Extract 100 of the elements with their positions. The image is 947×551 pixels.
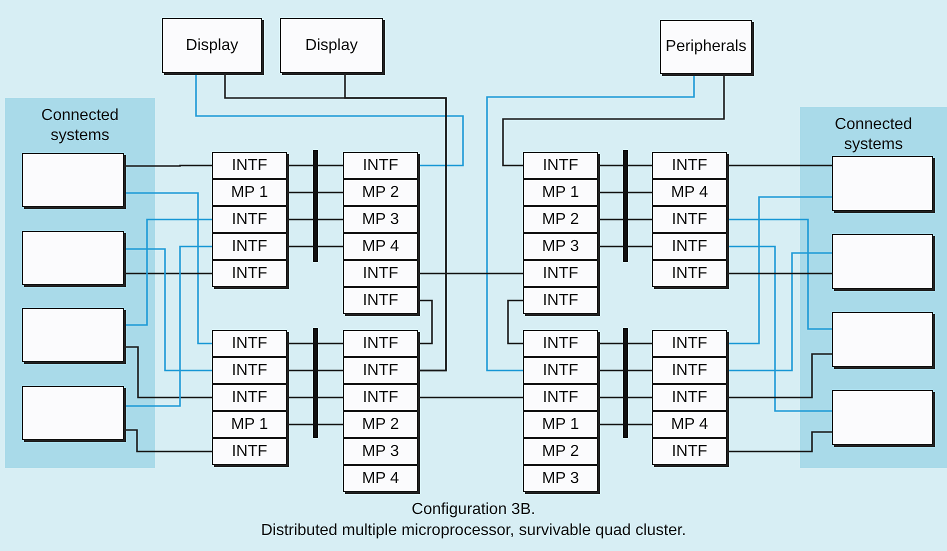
module-cell: INTF — [523, 357, 598, 384]
system-box — [832, 156, 933, 211]
bus-bar — [623, 150, 628, 262]
wire — [628, 164, 652, 166]
wire — [418, 396, 523, 398]
signal-wire — [124, 192, 212, 344]
wire — [318, 218, 343, 220]
module-cell: MP 2 — [343, 179, 418, 206]
module-cell: MP 4 — [652, 179, 727, 206]
wire — [628, 218, 652, 220]
wire — [598, 218, 623, 220]
wire — [318, 192, 343, 194]
wire — [598, 192, 623, 194]
module-cell: MP 2 — [523, 206, 598, 233]
module-cell: MP 2 — [343, 411, 418, 438]
wire — [628, 342, 652, 344]
module-cell: INTF — [343, 384, 418, 411]
device-box: Display — [162, 18, 262, 73]
panel-heading: Connected systems — [834, 115, 914, 155]
wire — [318, 342, 343, 344]
wire — [124, 164, 212, 167]
wire — [727, 164, 832, 166]
wire — [124, 429, 212, 452]
module-cell: INTF — [343, 287, 418, 314]
wire — [344, 73, 447, 372]
module-cell: MP 4 — [343, 465, 418, 492]
module-cell: INTF — [212, 357, 287, 384]
module-cell: INTF — [652, 384, 727, 411]
wire — [318, 164, 343, 166]
system-box — [832, 234, 933, 289]
module-cell: INTF — [523, 384, 598, 411]
wire — [727, 272, 832, 274]
module-cell: INTF — [523, 330, 598, 357]
module-cell: INTF — [652, 152, 727, 179]
module-cell: INTF — [212, 260, 287, 287]
device-box: Peripherals — [660, 20, 752, 74]
signal-wire — [124, 248, 212, 372]
module-cell: INTF — [212, 384, 287, 411]
wire — [507, 300, 523, 344]
system-box — [832, 390, 933, 445]
module-cell: INTF — [652, 233, 727, 260]
wire — [318, 246, 343, 248]
module-cell: INTF — [212, 206, 287, 233]
wire — [502, 74, 725, 166]
module-cell: MP 1 — [212, 411, 287, 438]
system-box — [22, 386, 124, 440]
signal-wire — [124, 218, 212, 326]
module-cell: MP 4 — [652, 411, 727, 438]
module-cell: INTF — [523, 152, 598, 179]
module-cell: INTF — [343, 152, 418, 179]
wire — [287, 370, 313, 372]
module-cell: INTF — [652, 260, 727, 287]
signal-wire — [486, 74, 695, 372]
module-cell: INTF — [523, 287, 598, 314]
wire — [124, 346, 212, 398]
signal-wire — [727, 252, 832, 372]
signal-wire — [727, 218, 832, 330]
wire — [287, 342, 313, 344]
wire — [628, 424, 652, 426]
module-cell: MP 3 — [523, 233, 598, 260]
system-box — [832, 312, 933, 367]
module-cell: INTF — [212, 330, 287, 357]
wire — [124, 272, 212, 274]
system-box — [22, 231, 124, 285]
module-cell: MP 2 — [523, 438, 598, 465]
module-cell: INTF — [652, 357, 727, 384]
module-cell: MP 1 — [212, 179, 287, 206]
panel-heading: Connected systems — [40, 106, 120, 146]
bus-bar — [623, 328, 628, 438]
wire — [318, 370, 343, 372]
wire — [628, 396, 652, 398]
wire — [287, 164, 313, 166]
module-cell: INTF — [212, 233, 287, 260]
caption: Configuration 3B. Distributed multiple microprocessor, survivable quad cluster. — [260, 500, 688, 541]
wire — [628, 370, 652, 372]
wire — [318, 424, 343, 426]
bus-bar — [313, 150, 318, 262]
system-box — [22, 153, 124, 207]
wire — [727, 431, 832, 452]
module-cell: INTF — [652, 330, 727, 357]
module-cell: MP 4 — [343, 233, 418, 260]
system-box — [22, 308, 124, 362]
wire — [628, 192, 652, 194]
wire — [418, 272, 523, 274]
bus-bar — [313, 328, 318, 438]
module-cell: INTF — [523, 260, 598, 287]
module-cell: INTF — [343, 260, 418, 287]
wire — [287, 396, 313, 398]
module-cell: INTF — [343, 357, 418, 384]
module-cell: MP 3 — [343, 438, 418, 465]
group-panel — [800, 107, 947, 468]
module-cell: INTF — [652, 206, 727, 233]
wire — [598, 396, 623, 398]
wire — [318, 396, 343, 398]
wire — [628, 246, 652, 248]
signal-wire — [124, 246, 212, 407]
module-cell: INTF — [212, 152, 287, 179]
signal-wire — [727, 196, 832, 344]
wire — [598, 246, 623, 248]
module-cell: MP 3 — [523, 465, 598, 492]
